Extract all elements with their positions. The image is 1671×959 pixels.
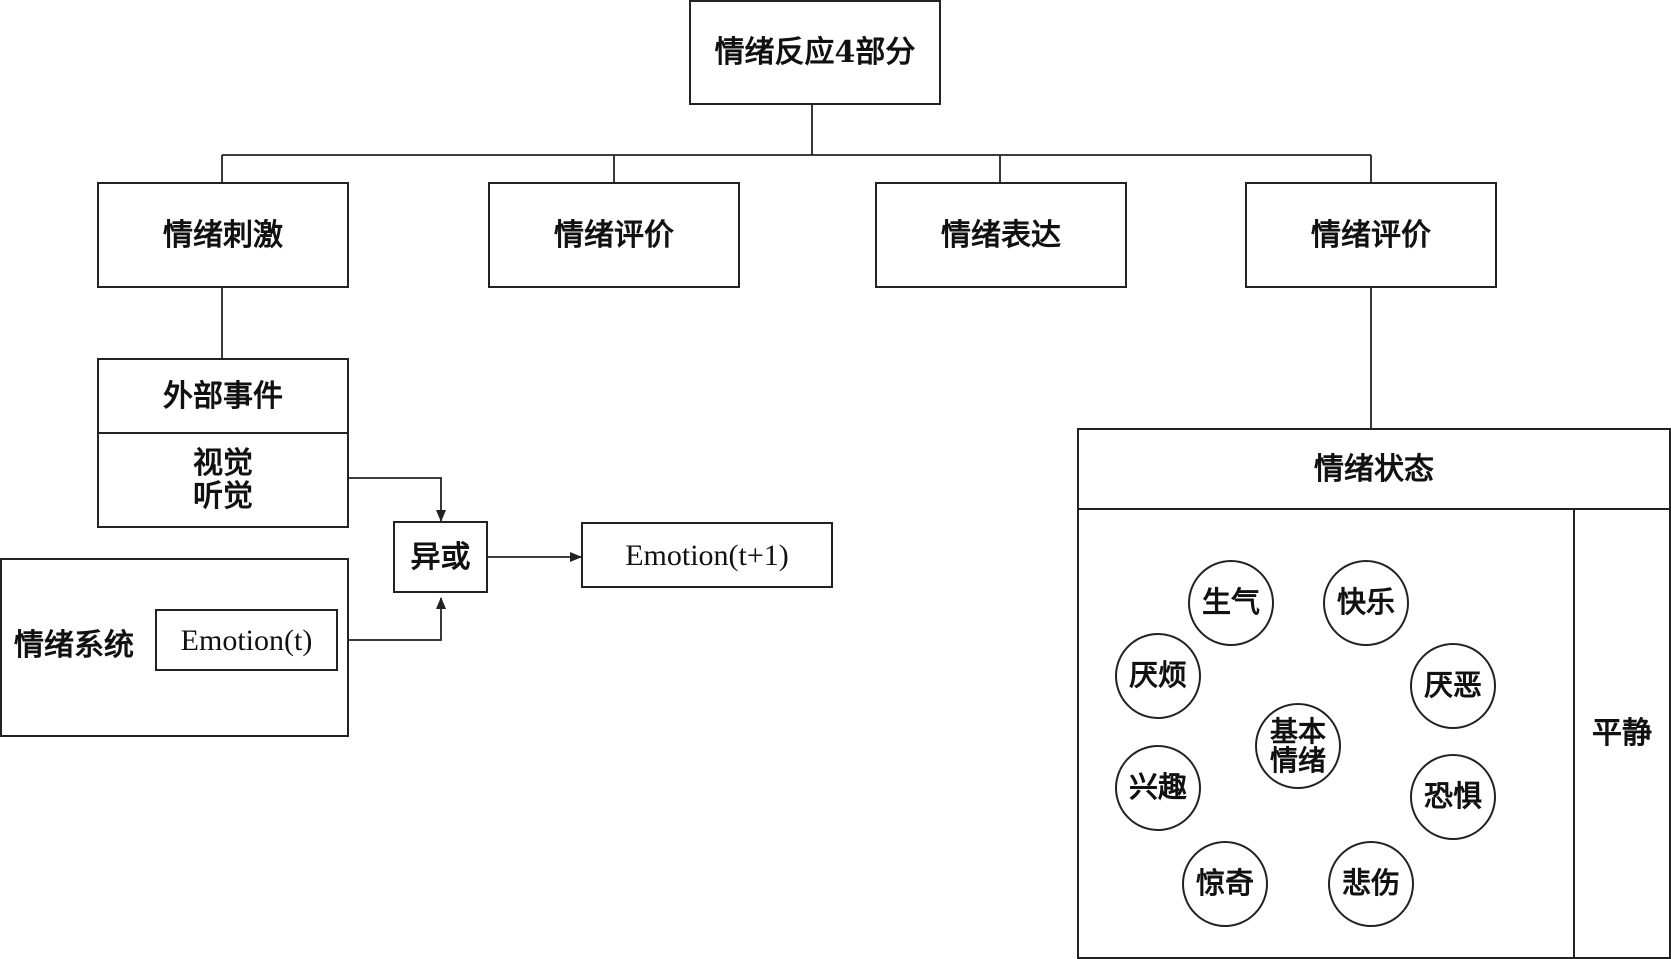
emotion-state-title: 情绪状态 <box>1314 451 1434 487</box>
emotion-joy-label: 快乐 <box>1336 585 1395 620</box>
stimulus-node: 情绪刺激 <box>97 182 349 288</box>
external-event-title: 外部事件 <box>163 378 283 414</box>
emotion-disgust-label: 厌恶 <box>1423 668 1482 703</box>
emotion-anger-circle: 生气 <box>1188 560 1274 646</box>
expression-label: 情绪表达 <box>941 217 1061 253</box>
emotion-anger-label: 生气 <box>1201 585 1260 620</box>
emotion-annoyance-circle: 厌烦 <box>1115 633 1201 719</box>
emotion-disgust-circle: 厌恶 <box>1410 643 1496 729</box>
sense-visual: 视觉 <box>193 446 253 481</box>
emotion-sadness-label: 悲伤 <box>1341 866 1400 901</box>
basic-emotion-circle: 基本 情绪 <box>1255 703 1341 789</box>
root-label: 情绪反应4部分 <box>714 35 916 70</box>
emotion-annoyance-label: 厌烦 <box>1128 658 1187 693</box>
emotion-to-xor-arrow <box>338 597 446 641</box>
stimulus-label: 情绪刺激 <box>163 217 283 253</box>
emotion-fear-label: 恐惧 <box>1423 779 1482 814</box>
emotion-interest-label: 兴趣 <box>1128 770 1187 805</box>
senses-list: 视觉 听觉 <box>193 447 253 513</box>
basic-emotion-line2: 情绪 <box>1269 744 1326 777</box>
emotion-joy-circle: 快乐 <box>1323 560 1409 646</box>
emotion-state-title-box: 情绪状态 <box>1077 428 1671 510</box>
basic-emotion-text: 基本 情绪 <box>1269 714 1326 777</box>
emotion-sadness-circle: 悲伤 <box>1328 841 1414 927</box>
next-emotion-box: Emotion(t+1) <box>581 522 833 588</box>
xor-node: 异或 <box>393 521 488 593</box>
senses-to-xor-arrow <box>349 477 446 522</box>
evaluation-label: 情绪评价 <box>554 217 674 253</box>
expression-node: 情绪表达 <box>875 182 1127 288</box>
emotion-system-label: 情绪系统 <box>14 628 134 663</box>
sense-auditory: 听觉 <box>193 479 253 514</box>
external-event-title-box: 外部事件 <box>97 358 349 434</box>
evaluation-right-node: 情绪评价 <box>1245 182 1497 288</box>
emotion-fear-circle: 恐惧 <box>1410 754 1496 840</box>
emotion-current-label: Emotion(t) <box>180 623 313 657</box>
emotion-surprise-label: 惊奇 <box>1195 866 1254 901</box>
evaluation-right-label: 情绪评价 <box>1311 217 1431 253</box>
emotion-surprise-circle: 惊奇 <box>1182 841 1268 927</box>
evaluation-node: 情绪评价 <box>488 182 740 288</box>
emotion-interest-circle: 兴趣 <box>1115 745 1201 831</box>
root-node: 情绪反应4部分 <box>689 0 941 105</box>
calm-label: 平静 <box>1592 716 1652 751</box>
basic-emotion-line1: 基本 <box>1269 714 1326 748</box>
emotion-current-box: Emotion(t) <box>155 609 338 671</box>
next-emotion-label: Emotion(t+1) <box>625 538 789 572</box>
senses-box: 视觉 听觉 <box>97 432 349 528</box>
xor-label: 异或 <box>410 539 471 575</box>
calm-box: 平静 <box>1573 508 1671 959</box>
